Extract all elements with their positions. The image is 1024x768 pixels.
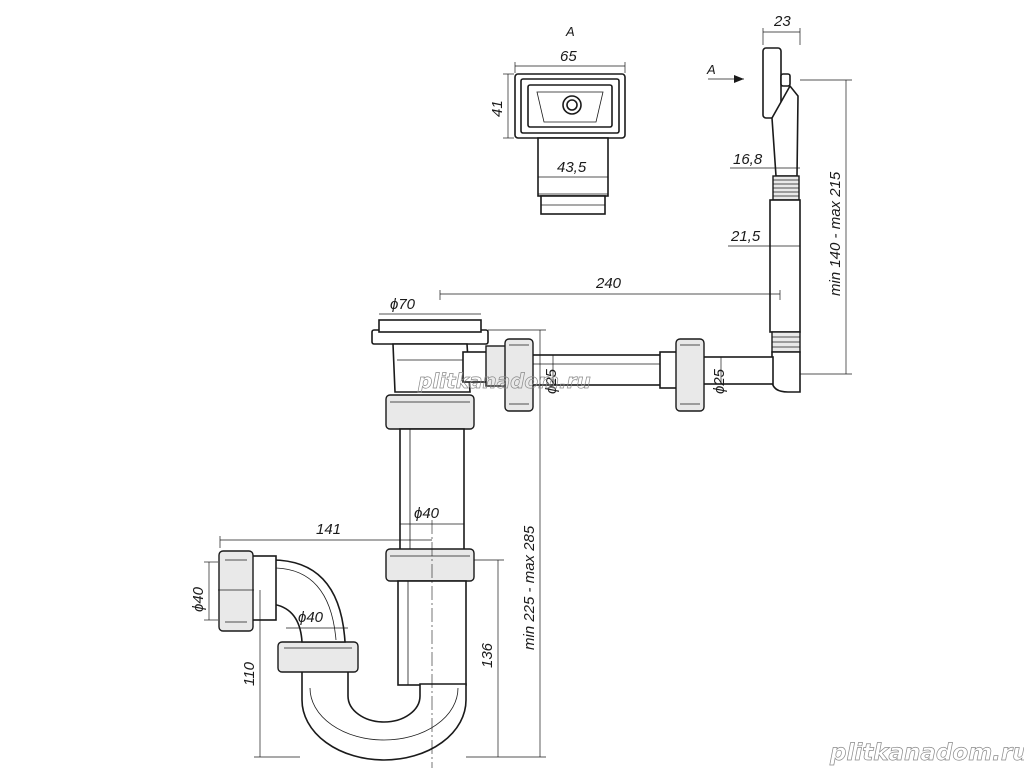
dim-overflow-height-value: 41 (489, 100, 506, 117)
dim-outlet-diameter: ϕ40 (190, 561, 218, 621)
dim-overflow-width: 65 (514, 48, 626, 73)
dim-overflow-tube-lower-value: 21,5 (730, 228, 761, 245)
dim-outlet-offset: 141 (219, 520, 433, 768)
horizontal-overflow-pipe (507, 338, 774, 412)
dim-overflow-length: 240 (439, 275, 781, 300)
dim-total-height-value: min 225 - max 285 (521, 525, 538, 650)
dim-drain-grate: ϕ70 (379, 296, 481, 315)
watermark-corner: plitkanadom.ru (829, 740, 1024, 766)
view-arrow-a: А (706, 62, 744, 83)
dim-overflow-side-width: 23 (762, 13, 801, 45)
dim-overflow-tube-lower: 21,5 (728, 228, 800, 247)
dim-overflow-neck: 43,5 (538, 159, 608, 178)
watermark-center: plitkanadom.ru (417, 369, 591, 393)
dim-overflow-height-range: min 140 - max 215 (800, 79, 852, 375)
dim-overflow-side-width-value: 23 (773, 13, 791, 30)
dim-trap-height: 136 (466, 559, 504, 758)
drain-body (371, 319, 534, 430)
view-label: А (565, 24, 575, 39)
dim-overflow-height-range-value: min 140 - max 215 (827, 171, 844, 296)
dim-trap-height-value: 136 (479, 642, 496, 668)
dim-overflow-length-value: 240 (595, 275, 622, 292)
overflow-assembly (762, 47, 801, 393)
u-trap (218, 550, 467, 761)
overflow-grille-view (514, 73, 626, 215)
dim-overflow-pipe-right-value: ϕ25 (711, 368, 728, 394)
vertical-pipe (385, 428, 475, 686)
dim-outlet-diameter-value: ϕ40 (190, 586, 207, 612)
dim-overflow-width-value: 65 (560, 48, 577, 65)
dim-outlet-height-value: 110 (241, 661, 258, 686)
dim-trap-diameter-value: ϕ40 (298, 609, 324, 626)
dim-total-height: min 225 - max 285 (488, 329, 546, 758)
dim-drain-grate-value: ϕ70 (390, 296, 416, 313)
dim-outlet-offset-value: 141 (316, 521, 341, 538)
dim-overflow-tube-upper-value: 16,8 (733, 151, 763, 168)
dim-overflow-pipe-left-value: ϕ25 (543, 368, 560, 394)
dim-overflow-neck-value: 43,5 (557, 159, 587, 176)
dim-overflow-tube-upper: 16,8 (730, 151, 800, 169)
dim-outlet-height: 110 (218, 589, 300, 758)
view-arrow-label: А (706, 62, 716, 77)
dim-trap-diameter: ϕ40 (286, 609, 348, 629)
dim-vertical-pipe-value: ϕ40 (414, 505, 440, 522)
dim-overflow-height: 41 (489, 73, 514, 139)
